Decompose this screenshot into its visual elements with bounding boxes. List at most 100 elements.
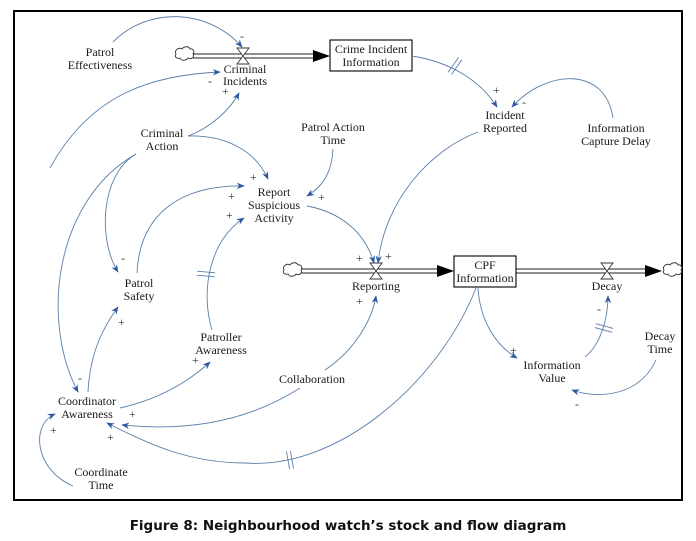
polarity-sign: + [250, 170, 257, 184]
stock-label: Crime Incident [335, 42, 408, 56]
flow-label-reporting: Reporting [352, 279, 400, 293]
polarity-sign: + [228, 189, 235, 203]
stock-crime-incident-information: Crime Incident Information [329, 39, 413, 72]
var-patrol-action-time: Time [321, 133, 346, 147]
link-arc [104, 153, 137, 273]
var-criminal-action: Action [146, 139, 179, 153]
var-incident-reported: Incident [485, 108, 525, 122]
var-decay-time: Decay [645, 329, 676, 343]
flow-label-criminal-incidents: Criminal [224, 62, 267, 76]
valve-icon [369, 262, 383, 280]
link-arc [477, 287, 518, 359]
var-patrol-safety: Safety [124, 289, 155, 303]
valve-icon [600, 262, 614, 280]
causal-links [39, 16, 657, 487]
var-patrol-effectiveness: Patrol [86, 45, 115, 59]
flow-label-decay: Decay [592, 279, 623, 293]
link-arc [306, 148, 334, 197]
polarity-sign: - [240, 29, 244, 43]
var-information-value: Value [538, 371, 565, 385]
polarity-sign: + [226, 208, 233, 222]
delay-marks [196, 57, 614, 470]
polarity-sign: + [510, 343, 517, 357]
polarity-sign: - [78, 371, 82, 385]
var-report-suspicious-activity: Suspicious [248, 198, 300, 212]
polarity-sign: + [493, 83, 500, 97]
var-coordinate-time: Time [89, 478, 114, 492]
var-collaboration: Collaboration [279, 372, 345, 386]
var-coordinate-time: Coordinate [74, 465, 127, 479]
polarity-sign: + [385, 249, 392, 263]
polarity-sign: - [208, 74, 212, 88]
polarity-sign: - [597, 302, 601, 316]
cloud-icon [282, 262, 303, 277]
link-arc [136, 182, 245, 274]
var-patrol-action-time: Patrol Action [301, 120, 365, 134]
link-arc [87, 306, 119, 393]
polarity-sign: + [356, 294, 363, 308]
flow-criminal-incidents [174, 46, 330, 65]
polarity-sign: - [522, 95, 526, 109]
link-arc [206, 217, 245, 331]
link-arc [49, 69, 221, 169]
valve-icon [236, 47, 250, 65]
flow-reporting [282, 262, 454, 280]
figure-caption: Figure 8: Neighbourhood watch’s stock an… [129, 518, 567, 534]
polarity-sign: + [356, 251, 363, 265]
flow-label-criminal-incidents: Incidents [223, 74, 267, 88]
link-arc [324, 295, 378, 371]
flow-arrowhead-icon [313, 50, 330, 62]
link-arc [306, 205, 376, 264]
link-arc [584, 295, 612, 358]
link-arc [187, 92, 240, 137]
polarity-sign: + [129, 407, 136, 421]
link-arc [187, 135, 269, 180]
link-arc [119, 361, 211, 409]
var-coordinator-awareness: Awareness [61, 407, 113, 421]
var-coordinator-awareness: Coordinator [58, 394, 116, 408]
polarity-sign: + [222, 84, 229, 98]
polarity-sign: - [575, 397, 579, 411]
link-arc [375, 131, 479, 264]
link-arc [571, 359, 657, 396]
var-patroller-awareness: Patroller [200, 330, 241, 344]
link-arc [39, 413, 74, 487]
link-arc [121, 387, 301, 429]
delay-mark-icon [196, 270, 216, 278]
stock-label: CPF [474, 258, 496, 272]
polarity-sign: + [118, 315, 125, 329]
delay-mark-icon [286, 450, 294, 470]
polarity-sign: + [50, 423, 57, 437]
var-information-capture-delay: Information [587, 121, 644, 135]
polarity-signs: - - + + - + + + + + + + - + - + + + + + … [50, 29, 601, 444]
var-decay-time: Time [648, 342, 673, 356]
polarity-sign: + [107, 430, 114, 444]
delay-mark-icon [594, 323, 614, 333]
var-patrol-safety: Patrol [125, 276, 154, 290]
link-arc [411, 55, 498, 108]
var-incident-reported: Reported [483, 121, 527, 135]
flow-arrowhead-icon [437, 265, 454, 277]
polarity-sign: + [192, 353, 199, 367]
link-arc [106, 287, 477, 464]
var-report-suspicious-activity: Report [258, 185, 291, 199]
var-patroller-awareness: Awareness [195, 343, 247, 357]
link-arc [112, 16, 243, 48]
cloud-icon [662, 262, 683, 277]
var-information-capture-delay: Capture Delay [581, 134, 651, 148]
link-arc [57, 153, 137, 393]
polarity-sign: - [121, 251, 125, 265]
var-information-value: Information [523, 358, 580, 372]
flow-arrowhead-icon [645, 265, 662, 277]
diagram-frame [13, 10, 683, 501]
delay-mark-icon [447, 57, 463, 75]
cloud-icon [174, 46, 195, 61]
link-arc [511, 78, 614, 119]
polarity-sign: + [318, 190, 325, 204]
var-patrol-effectiveness: Effectiveness [68, 58, 133, 72]
stock-cpf-information: CPF Information [453, 255, 517, 288]
stock-label: Information [456, 271, 513, 285]
stock-label: Information [342, 55, 399, 69]
flow-decay [516, 262, 683, 280]
